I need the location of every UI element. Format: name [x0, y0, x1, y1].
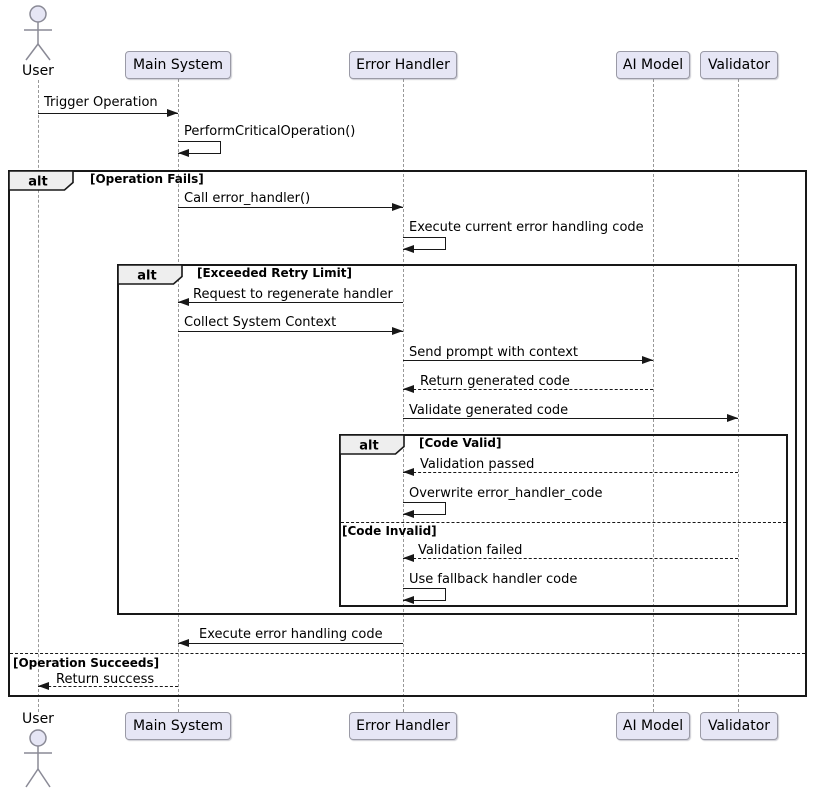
alt-operator-tab-retry: alt — [117, 264, 183, 285]
message-send-prompt-with-context: Send prompt with context — [409, 345, 578, 360]
message-return-generated-code: Return generated code — [420, 374, 570, 389]
message-request-regenerate-handler: Request to regenerate handler — [193, 287, 393, 302]
alt-frame-operation — [8, 170, 807, 697]
arrowhead-left-icon — [178, 149, 189, 157]
message-validation-failed: Validation failed — [418, 543, 523, 558]
arrow-line-dashed — [403, 472, 738, 473]
message-collect-system-context: Collect System Context — [184, 315, 337, 330]
arrowhead-right-icon — [727, 414, 738, 422]
message-validation-passed: Validation passed — [420, 457, 535, 472]
message-call-error-handler: Call error_handler() — [184, 191, 311, 206]
alt-operator-label: alt — [137, 269, 156, 284]
arrow-line-dashed — [38, 686, 178, 687]
arrow-line — [178, 207, 403, 208]
participant-label: Error Handler — [356, 718, 450, 734]
participant-validator-bottom: Validator — [700, 712, 778, 740]
arrowhead-left-icon — [178, 298, 189, 306]
message-perform-critical-operation: PerformCriticalOperation() — [184, 124, 356, 139]
alt-frame-retry — [117, 264, 797, 615]
alt-divider-code-invalid — [341, 522, 786, 523]
arrow-line-dashed — [403, 558, 738, 559]
message-validate-generated-code: Validate generated code — [409, 403, 569, 418]
arrowhead-right-icon — [392, 327, 403, 335]
participant-label: Main System — [132, 57, 224, 73]
arrow-line — [178, 331, 403, 332]
lifeline-ai-model — [653, 79, 654, 712]
participant-label: AI Model — [622, 718, 684, 734]
participant-error-handler-bottom: Error Handler — [349, 712, 457, 740]
actor-user-label-top: User — [22, 63, 54, 79]
self-arrow-line — [403, 502, 446, 515]
message-return-success: Return success — [56, 672, 155, 687]
condition-code-invalid: [Code Invalid] — [342, 524, 437, 538]
participant-ai-model-top: AI Model — [616, 51, 690, 79]
message-execute-error-handling-code: Execute error handling code — [199, 627, 383, 642]
message-execute-current-error-handling: Execute current error handling code — [409, 220, 644, 235]
user-actor-icon — [24, 729, 52, 788]
self-arrow-line — [403, 237, 446, 250]
arrowhead-left-icon — [403, 554, 414, 562]
arrowhead-left-icon — [403, 245, 414, 253]
alt-frame-code — [339, 434, 788, 607]
self-arrow-line — [178, 141, 221, 154]
condition-operation-fails: [Operation Fails] — [90, 172, 204, 186]
self-arrow-line — [403, 588, 446, 601]
lifeline-user — [38, 80, 39, 712]
message-trigger-operation: Trigger Operation — [44, 95, 158, 110]
actor-user-label-bottom: User — [22, 711, 54, 727]
arrow-line — [38, 113, 178, 114]
condition-exceeded-retry-limit: [Exceeded Retry Limit] — [197, 266, 352, 280]
participant-label: Error Handler — [356, 57, 450, 73]
participant-label: Validator — [707, 718, 771, 734]
alt-operator-label: alt — [359, 439, 378, 454]
arrowhead-right-icon — [167, 109, 178, 117]
arrowhead-left-icon — [403, 385, 414, 393]
arrow-line — [178, 302, 403, 303]
participant-error-handler-top: Error Handler — [349, 51, 457, 79]
participant-ai-model-bottom: AI Model — [616, 712, 690, 740]
message-overwrite-error-handler-code: Overwrite error_handler_code — [409, 486, 603, 501]
message-use-fallback-handler-code: Use fallback handler code — [409, 572, 578, 587]
alt-operator-label: alt — [28, 175, 47, 190]
participant-label: AI Model — [622, 57, 684, 73]
arrowhead-left-icon — [178, 639, 189, 647]
participant-validator-top: Validator — [700, 51, 778, 79]
condition-code-valid: [Code Valid] — [419, 436, 502, 450]
participant-main-system-bottom: Main System — [125, 712, 231, 740]
participant-main-system-top: Main System — [125, 51, 231, 79]
participant-label: Main System — [132, 718, 224, 734]
arrowhead-left-icon — [403, 596, 414, 604]
arrowhead-right-icon — [642, 356, 653, 364]
lifeline-error-handler — [403, 79, 404, 712]
lifeline-validator — [738, 79, 739, 712]
arrowhead-left-icon — [38, 682, 49, 690]
arrow-line — [403, 418, 738, 419]
alt-divider-operation-succeeds — [10, 653, 805, 654]
lifeline-main-system — [178, 79, 179, 712]
arrowhead-left-icon — [403, 468, 414, 476]
condition-operation-succeeds: [Operation Succeeds] — [13, 656, 160, 670]
arrow-line-dashed — [403, 389, 653, 390]
user-actor-icon — [24, 5, 52, 61]
participant-label: Validator — [707, 57, 771, 73]
arrowhead-right-icon — [392, 203, 403, 211]
arrow-line — [403, 360, 653, 361]
alt-operator-tab-code: alt — [339, 434, 405, 455]
alt-operator-tab-operation: alt — [8, 170, 74, 191]
arrowhead-left-icon — [403, 510, 414, 518]
arrow-line — [178, 643, 403, 644]
